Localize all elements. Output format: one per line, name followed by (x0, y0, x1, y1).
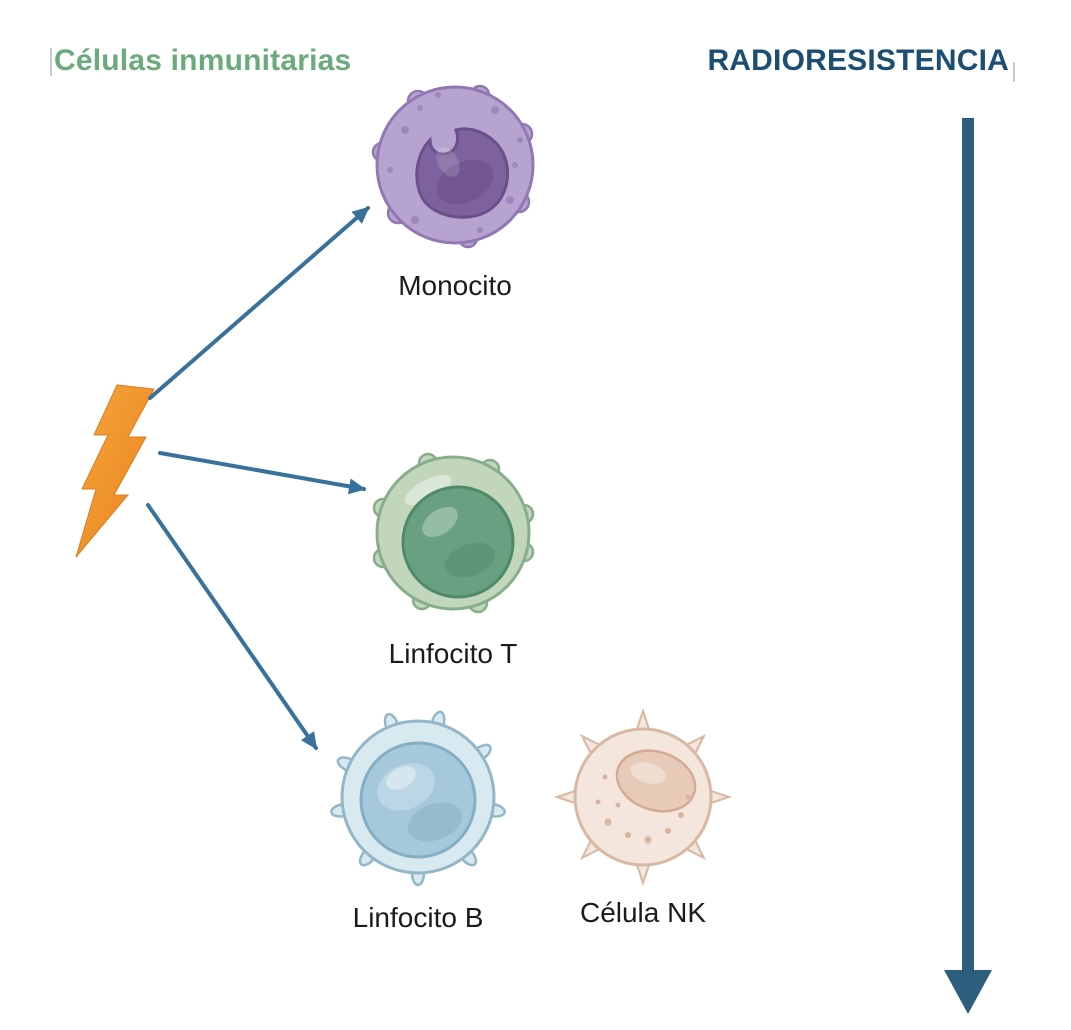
border-artifact-right (1013, 62, 1015, 82)
monocito-texture-dots (387, 92, 523, 233)
celula-nk-figure: Célula NK (553, 707, 733, 929)
celula-nk-illustration (553, 707, 733, 887)
right-title: RADIORESISTENCIA (707, 44, 1009, 77)
linfocito-b-illustration (330, 710, 506, 887)
radiation-bolt-icon (75, 384, 155, 558)
arrow-to-linfocito-t (158, 451, 366, 495)
linfocito-t-label: Linfocito T (388, 638, 518, 669)
celula-nk-label: Célula NK (579, 897, 707, 928)
linfocito-t-illustration (372, 452, 535, 614)
celula-nk-nucleus (615, 749, 697, 813)
linfocito-b-nucleus (359, 741, 477, 859)
celula-nk-granules (595, 774, 691, 844)
border-artifact-left (50, 48, 52, 76)
monocito-illustration (371, 84, 535, 249)
monocito-label: Monocito (398, 270, 512, 301)
monocito-figure: Monocito (360, 70, 550, 302)
arrow-to-linfocito-b (146, 503, 318, 750)
connector-arrows (146, 206, 370, 750)
linfocito-t-nucleus (401, 485, 515, 599)
left-title: Células inmunitarias (54, 44, 352, 77)
arrow-to-monocito (148, 206, 370, 400)
linfocito-b-figure: Linfocito B (323, 702, 513, 934)
monocito-nucleus (415, 127, 510, 219)
linfocito-b-label: Linfocito B (352, 902, 484, 933)
radioresistance-direction-arrow (944, 118, 992, 1014)
linfocito-t-figure: Linfocito T (358, 438, 548, 670)
